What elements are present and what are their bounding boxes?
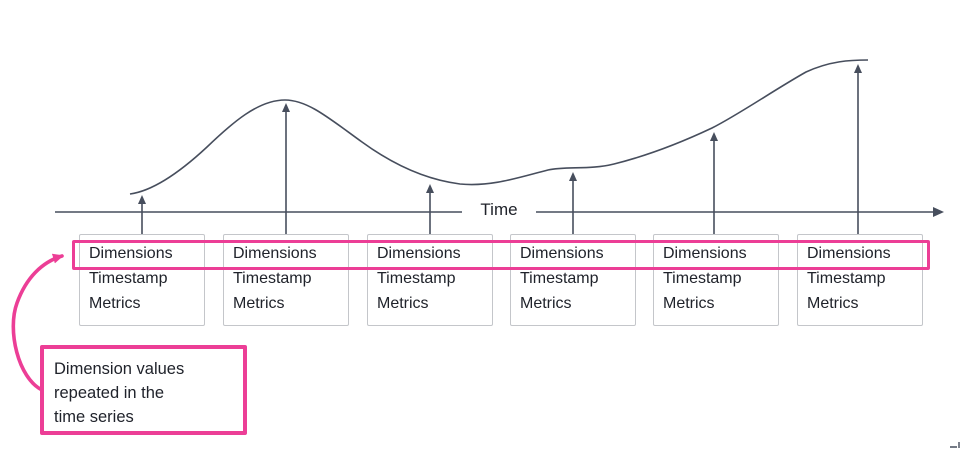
record-dimensions-label: Dimensions (807, 245, 891, 262)
callout-text-line: time series (54, 408, 134, 426)
time-series-curve (129, 59, 869, 195)
arrow-up-icon (282, 103, 290, 112)
record-box-2: Dimensions Timestamp Metrics (223, 234, 349, 326)
record-dimensions-label: Dimensions (89, 245, 173, 262)
record-timestamp-label: Timestamp (377, 270, 456, 287)
time-axis-arrowhead-icon (933, 207, 944, 217)
record-timestamp-label: Timestamp (233, 270, 312, 287)
page-artifact-mark (950, 442, 960, 448)
record-metrics-label: Metrics (233, 295, 285, 312)
record-timestamp-label: Timestamp (807, 270, 886, 287)
dimensions-row-highlight (72, 240, 930, 270)
callout-text-line: repeated in the (54, 384, 165, 402)
record-metrics-label: Metrics (520, 295, 572, 312)
arrow-up-icon (854, 64, 862, 73)
record-metrics-label: Metrics (89, 295, 141, 312)
arrow-up-icon (426, 184, 434, 193)
record-metrics-label: Metrics (377, 295, 429, 312)
record-dimensions-label: Dimensions (520, 245, 604, 262)
record-box-6: Dimensions Timestamp Metrics (797, 234, 923, 326)
record-box-1: Dimensions Timestamp Metrics (79, 234, 205, 326)
record-metrics-label: Metrics (807, 295, 859, 312)
record-box-3: Dimensions Timestamp Metrics (367, 234, 493, 326)
record-dimensions-label: Dimensions (663, 245, 747, 262)
callout-box: Dimension values repeated in the time se… (40, 345, 247, 435)
arrow-up-icon (710, 132, 718, 141)
record-dimensions-label: Dimensions (377, 245, 461, 262)
arrow-up-icon (138, 195, 146, 204)
record-timestamp-label: Timestamp (663, 270, 742, 287)
callout-text-line: Dimension values (54, 360, 185, 378)
record-box-5: Dimensions Timestamp Metrics (653, 234, 779, 326)
record-metrics-label: Metrics (663, 295, 715, 312)
record-timestamp-label: Timestamp (89, 270, 168, 287)
record-dimensions-label: Dimensions (233, 245, 317, 262)
record-timestamp-label: Timestamp (520, 270, 599, 287)
arrow-up-icon (569, 172, 577, 181)
record-box-4: Dimensions Timestamp Metrics (510, 234, 636, 326)
time-axis-label: Time (466, 200, 532, 220)
